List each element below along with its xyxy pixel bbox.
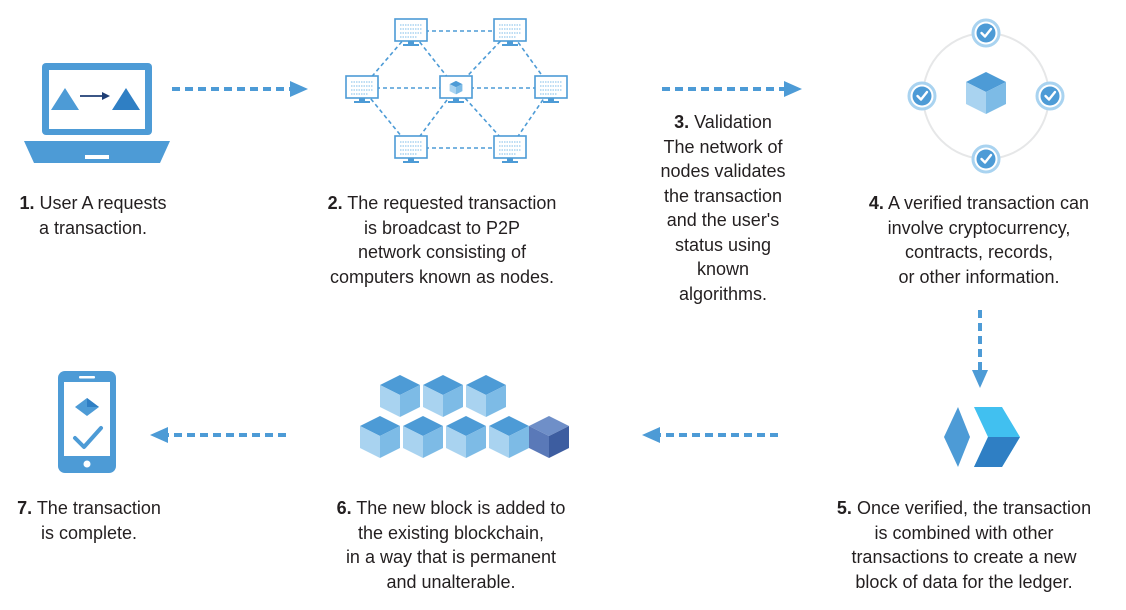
step-6-line-4: and unalterable. [386,571,516,592]
step-7-line-2: is complete. [40,522,138,543]
smartphone-icon [58,371,116,473]
step-5-line-1: Once verified, the transaction [856,498,1092,518]
step-2-line-1: The requested transaction [347,193,557,213]
step-5-number: 5. [836,498,852,518]
step-7-caption: 7. The transaction is complete. [0,496,178,545]
step-1-caption: 1. User A requests a transaction. [0,191,186,240]
step-3-line-7: known [696,259,750,279]
step-6-number: 6. [336,498,352,518]
step-4-number: 4. [868,193,884,213]
verified-cube-icon [907,18,1065,174]
step-3-caption: 3. Validation The network of nodes valid… [628,110,818,306]
network-icon [345,18,568,164]
step-5-line-2: is combined with other [874,522,1054,543]
step-4-line-3: contracts, records, [904,242,1054,262]
laptop-icon [24,63,170,163]
arrow-5-6 [642,427,778,443]
step-1-line-1: User A requests [39,193,167,213]
step-1-number: 1. [19,193,35,213]
step-7-number: 7. [17,498,33,518]
step-2-caption: 2. The requested transaction is broadcas… [300,191,584,289]
step-2-number: 2. [327,193,343,213]
step-3-line-5: and the user's [666,210,780,230]
step-4-caption: 4. A verified transaction can involve cr… [836,191,1122,289]
step-3-number: 3. [674,112,690,132]
arrow-2-3 [662,81,802,97]
block-icon [944,407,1020,467]
step-5-line-4: block of data for the ledger. [855,571,1073,592]
step-2-line-3: network consisting of [357,242,527,262]
step-3-line-2: The network of [663,136,783,157]
step-4-line-2: involve cryptocurrency, [887,217,1071,238]
step-7-line-1: The transaction [36,498,161,518]
step-6-line-3: in a way that is permanent [345,547,557,567]
step-3-line-1: Validation [694,112,772,132]
step-1-line-2: a transaction. [38,217,148,238]
step-5-caption: 5. Once verified, the transaction is com… [806,496,1122,594]
step-2-line-2: is broadcast to P2P [363,217,521,238]
step-4-line-4: or other information. [898,266,1060,287]
arrow-6-7 [150,427,286,443]
step-6-caption: 6. The new block is added to the existin… [306,496,596,594]
step-4-line-1: A verified transaction can [887,193,1090,213]
step-3-line-4: the transaction [663,185,783,206]
step-3-line-6: status using [674,234,772,255]
step-3-line-3: nodes validates [660,161,786,181]
step-6-line-1: The new block is added to [356,498,566,518]
step-3-line-8: algorithms. [678,283,768,304]
step-5-line-3: transactions to create a new [851,547,1077,567]
arrow-4-5 [972,310,988,388]
step-2-line-4: computers known as nodes. [329,266,555,287]
blockchain-icon [360,375,569,458]
step-6-line-2: the existing blockchain, [357,522,545,543]
arrow-1-2 [172,81,308,97]
